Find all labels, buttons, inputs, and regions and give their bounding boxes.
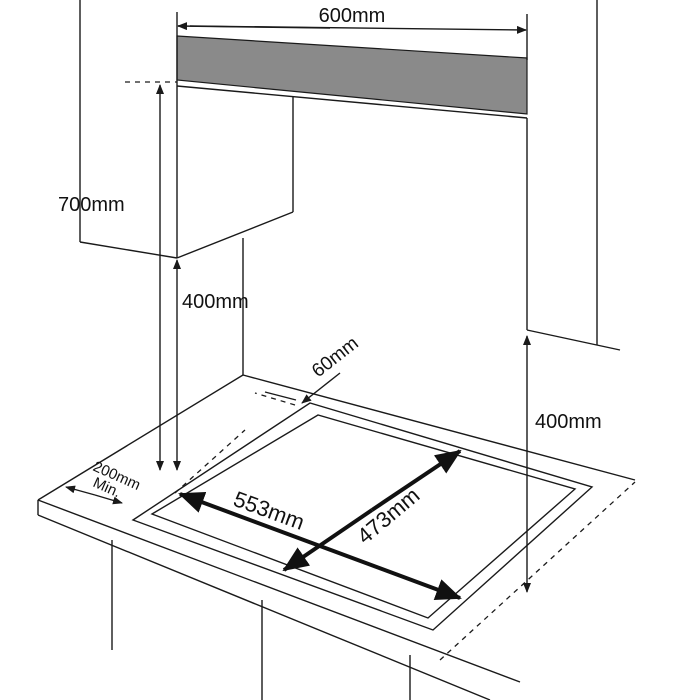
hood-height-label: 700mm xyxy=(58,194,125,216)
side-clearance-dimension: 400mm xyxy=(523,335,602,593)
walls xyxy=(242,0,621,375)
front-clearance-dimension: 200mm Min. xyxy=(65,458,143,505)
cutout-depth-dimension: 473mm xyxy=(282,449,462,572)
cabinet-clearance-dimension: 400mm xyxy=(173,259,249,471)
hob-cutout xyxy=(131,402,594,631)
side-clearance-label: 400mm xyxy=(535,411,602,433)
hood-height-dimension: 700mm xyxy=(58,84,164,471)
countertop xyxy=(37,374,636,700)
hood-width-label: 600mm xyxy=(319,5,386,27)
back-clearance-label: 60mm xyxy=(308,333,363,382)
back-clearance-dimension: 60mm xyxy=(264,333,363,404)
wall-cabinet xyxy=(79,0,294,259)
hood-width-dimension: 600mm xyxy=(177,5,527,34)
cabinet-clearance-label: 400mm xyxy=(182,291,249,313)
range-hood xyxy=(176,12,528,119)
